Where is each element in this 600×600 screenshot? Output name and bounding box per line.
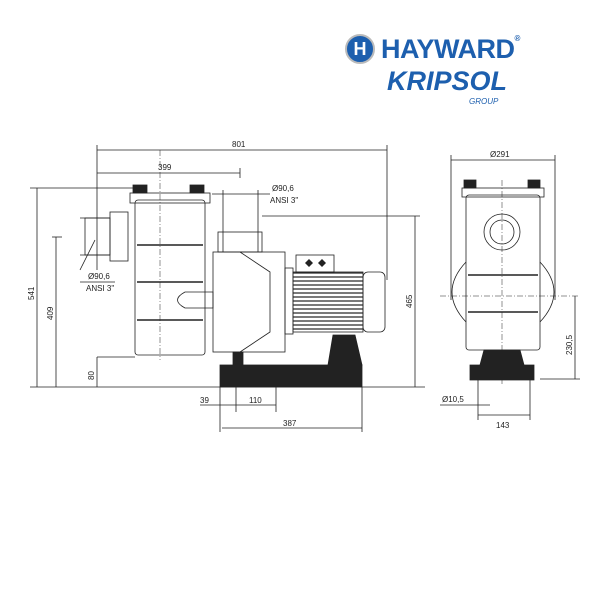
inlet-standard: ANSI 3" xyxy=(86,284,114,293)
outlet-diameter: Ø90,6 xyxy=(272,184,294,193)
dim-39: 39 xyxy=(200,396,209,405)
lid-knob-icon xyxy=(132,184,148,194)
dim-10-5: Ø10,5 xyxy=(442,395,464,404)
brand-text: HAYWARD xyxy=(381,34,515,64)
group-text: GROUP xyxy=(469,97,499,106)
terminal-screw-icon xyxy=(305,259,326,267)
dim-80: 80 xyxy=(87,371,96,380)
side-view-labels: 801 399 Ø90,6 ANSI 3" Ø90,6 ANSI 3" 541 … xyxy=(27,140,414,428)
dim-409: 409 xyxy=(46,306,55,320)
inlet-union-nut xyxy=(109,211,129,262)
dim-143: 143 xyxy=(496,421,510,430)
pump-base xyxy=(219,364,363,388)
reg-mark: ® xyxy=(514,34,521,43)
front-view-labels: Ø291 230,5 Ø10,5 143 xyxy=(442,150,574,430)
hayward-kripsol-logo: H HAYWARD® KRIPSOL GROUP xyxy=(345,34,555,110)
outlet-union-nut xyxy=(217,231,263,253)
dim-110: 110 xyxy=(249,396,262,405)
hayward-badge-icon: H xyxy=(345,34,375,64)
dim-801: 801 xyxy=(232,140,246,149)
outlet-standard: ANSI 3" xyxy=(270,196,298,205)
dim-291: Ø291 xyxy=(490,150,510,159)
dim-230-5: 230,5 xyxy=(565,334,574,355)
kripsol-wordmark: KRIPSOL xyxy=(387,66,508,96)
pump-front-view xyxy=(440,155,580,420)
dim-465: 465 xyxy=(405,294,414,308)
inlet-diameter: Ø90,6 xyxy=(88,272,110,281)
dim-387: 387 xyxy=(283,419,297,428)
hayward-wordmark: HAYWARD® xyxy=(381,34,521,64)
pump-side-view xyxy=(84,150,386,388)
terminal-box xyxy=(295,254,335,273)
dim-399: 399 xyxy=(158,163,172,172)
lid-knob-icon xyxy=(189,184,205,194)
front-base xyxy=(469,349,535,381)
dim-541: 541 xyxy=(27,286,36,300)
